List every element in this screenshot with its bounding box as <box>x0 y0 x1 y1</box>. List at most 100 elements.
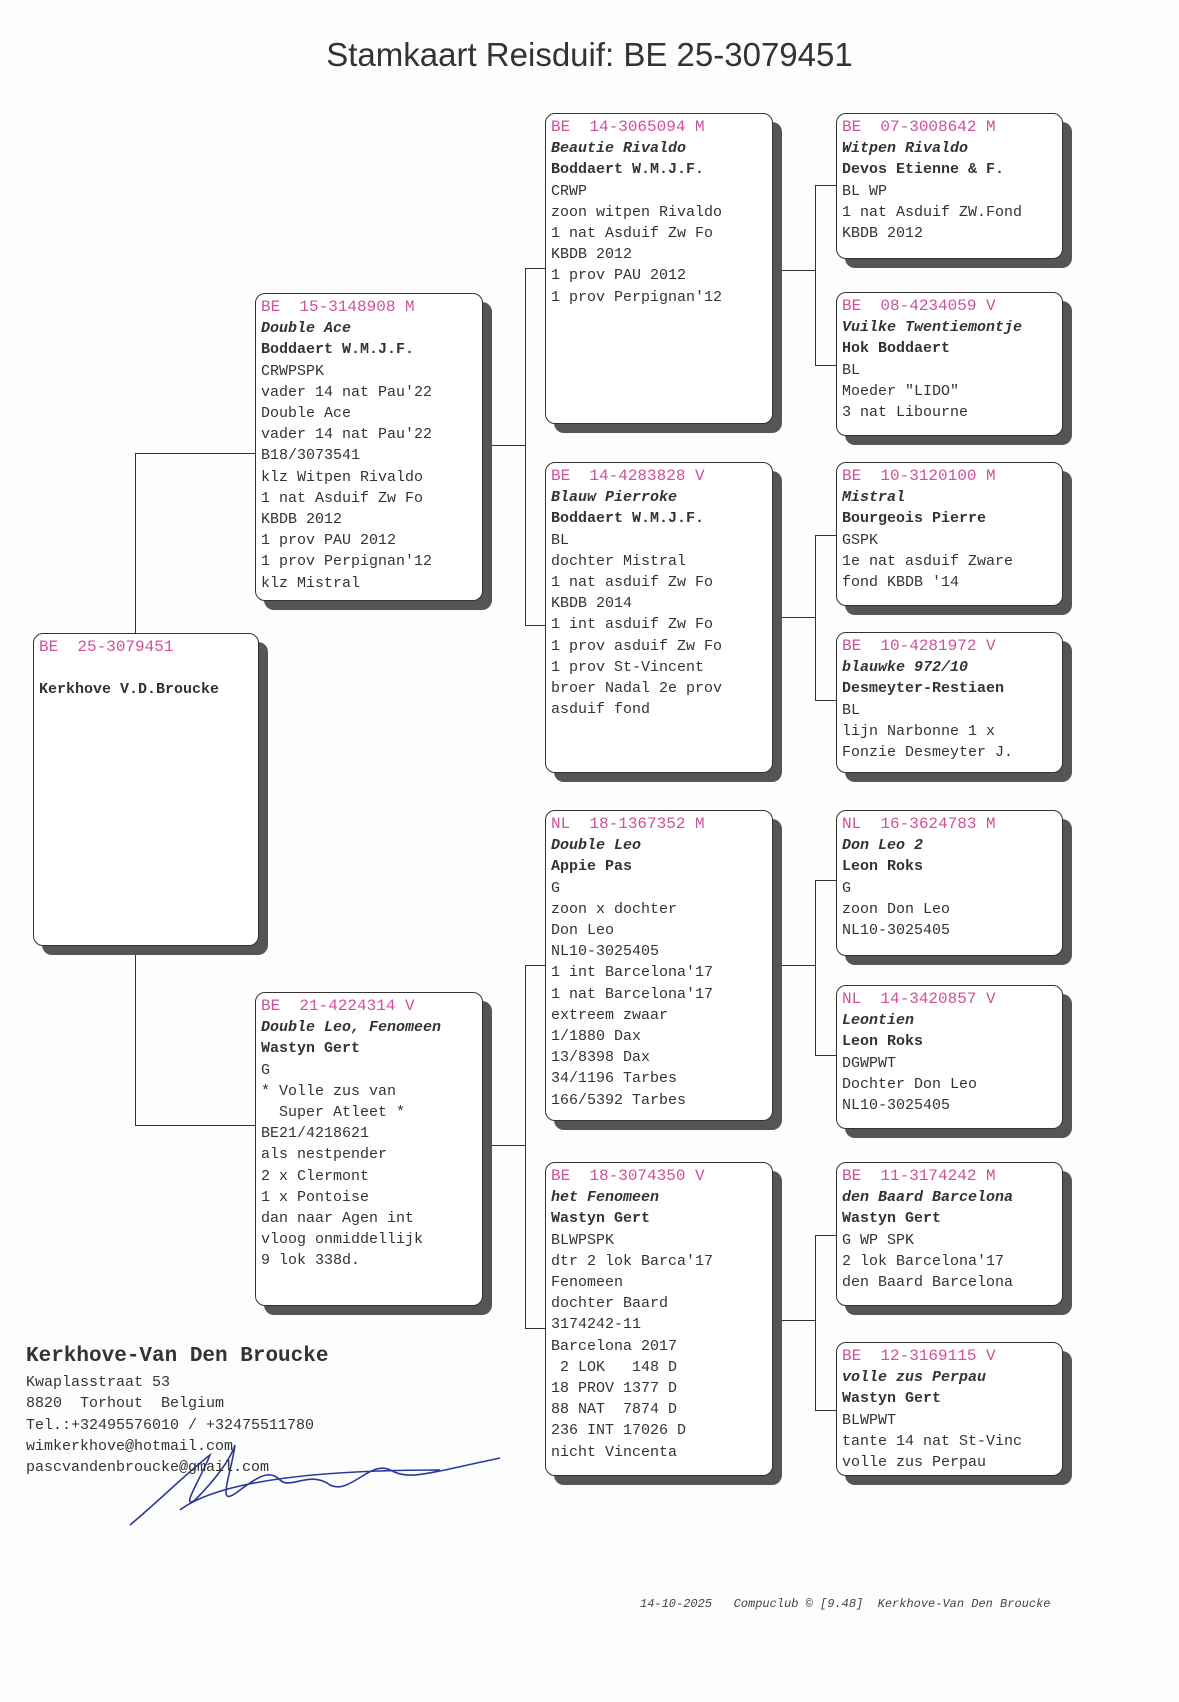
pedigree-note: NL10-3025405 <box>842 922 951 940</box>
connector-line <box>815 880 816 1055</box>
pedigree-note: DGWPWT <box>842 1054 897 1072</box>
pedigree-note: B18/3073541 <box>261 447 361 465</box>
pigeon-name <box>39 658 253 679</box>
pedigree-note: BL WP <box>842 182 888 200</box>
pedigree-note: BL <box>842 701 861 719</box>
pigeon-name: Beautie Rivaldo <box>551 140 687 158</box>
pedigree-note: 1 nat Asduif Zw Fo <box>551 225 714 243</box>
pedigree-note: 1 prov PAU 2012 <box>261 532 397 550</box>
pedigree-note: zoon witpen Rivaldo <box>551 203 723 221</box>
connector-line <box>815 185 836 186</box>
ring-number: NL 18-1367352 M <box>551 815 705 833</box>
pedigree-note: 3174242-11 <box>551 1316 642 1334</box>
owner-name: Kerkhove V.D.Broucke <box>39 681 220 699</box>
pedigree-note: CRWP <box>551 182 588 200</box>
ring-number: BE 18-3074350 V <box>551 1167 705 1185</box>
connector-line <box>815 700 836 701</box>
owner-name: Leon Roks <box>842 1033 924 1051</box>
pigeon-name: Don Leo 2 <box>842 837 924 855</box>
pigeon-name: den Baard Barcelona <box>842 1189 1014 1207</box>
ring-number: BE 15-3148908 M <box>261 298 415 316</box>
ring-number: BE 11-3174242 M <box>842 1167 996 1185</box>
pedigree-note: zoon x dochter <box>551 900 678 918</box>
pedigree-note: volle zus Perpau <box>842 1454 987 1472</box>
pedigree-note: G <box>551 879 561 897</box>
owner-name: Boddaert W.M.J.F. <box>551 510 705 528</box>
ring-number: BE 12-3169115 V <box>842 1347 996 1365</box>
connector-line <box>135 453 136 633</box>
connector-line <box>525 268 545 269</box>
subject-pigeon-box: BE 25-3079451 Kerkhove V.D.Broucke <box>33 633 259 946</box>
pedigree-note: 1 nat Asduif Zw Fo <box>261 489 424 507</box>
pedigree-note: * Volle zus van <box>261 1082 397 1100</box>
pigeon-name: Vuilke Twentiemontje <box>842 319 1023 337</box>
pedigree-note: 1 int asduif Zw Fo <box>551 616 714 634</box>
connector-line <box>483 1145 525 1146</box>
breeder-email-2: pascvandenbroucke@gmail.com <box>26 1459 270 1477</box>
pedigree-note: tante 14 nat St-Vinc <box>842 1432 1023 1450</box>
owner-name: Leon Roks <box>842 858 924 876</box>
ring-number: BE 25-3079451 <box>39 638 174 656</box>
pedigree-note: dtr 2 lok Barca'17 <box>551 1252 714 1270</box>
pedigree-note: KBDB 2014 <box>551 595 633 613</box>
pedigree-note: 2 lok Barcelona'17 <box>842 1252 1005 1270</box>
owner-name: Hok Boddaert <box>842 340 951 358</box>
pedigree-note: vloog onmiddellijk <box>261 1231 424 1249</box>
pedigree-note: fond KBDB '14 <box>842 574 960 592</box>
pedigree-note: BLWPSPK <box>551 1231 615 1249</box>
pedigree-note: vader 14 nat Pau'22 <box>261 383 433 401</box>
connector-line <box>135 946 136 1126</box>
pedigree-note: nicht Vincenta <box>551 1443 678 1461</box>
pigeon-name: het Fenomeen <box>551 1189 660 1207</box>
pigeon-name: Double Leo, Fenomeen <box>261 1019 442 1037</box>
pedigree-note: 166/5392 Tarbes <box>551 1091 687 1109</box>
pedigree-note: G <box>261 1061 271 1079</box>
connector-line <box>525 268 526 625</box>
connector-line <box>815 535 836 536</box>
pedigree-note: asduif fond <box>551 701 651 719</box>
pedigree-note: 88 NAT 7874 D <box>551 1401 678 1419</box>
connector-line <box>525 965 545 966</box>
pedigree-note: KBDB 2012 <box>261 511 343 529</box>
pedigree-note: zoon Don Leo <box>842 900 951 918</box>
pedigree-note: BE21/4218621 <box>261 1125 370 1143</box>
ring-number: BE 10-3120100 M <box>842 467 996 485</box>
pedigree-note: 2 x Clermont <box>261 1167 370 1185</box>
connector-line <box>773 1320 815 1321</box>
pedigree-note: 1 x Pontoise <box>261 1188 370 1206</box>
owner-name: Boddaert W.M.J.F. <box>551 161 705 179</box>
pedigree-note: Super Atleet * <box>261 1104 406 1122</box>
pedigree-note: Fonzie Desmeyter J. <box>842 744 1014 762</box>
connector-line <box>483 445 525 446</box>
pedigree-note: 13/8398 Dax <box>551 1049 651 1067</box>
breeder-name: Kerkhove-Van Den Broucke <box>26 1345 329 1368</box>
pedigree-note: 1 prov Perpignan'12 <box>261 553 433 571</box>
breeder-address: Kwaplasstraat 53 <box>26 1374 171 1391</box>
pedigree-note: 34/1196 Tarbes <box>551 1070 678 1088</box>
pedigree-note: CRWPSPK <box>261 362 325 380</box>
pedigree-note: dochter Mistral <box>551 552 687 570</box>
pigeon-name: blauwke 972/10 <box>842 659 969 677</box>
pedigree-note: 1 nat Asduif ZW.Fond <box>842 203 1023 221</box>
pedigree-note: 1 prov Perpignan'12 <box>551 288 723 306</box>
pedigree-note: BL <box>842 361 861 379</box>
pedigree-note: G WP SPK <box>842 1231 915 1249</box>
pedigree-note: 1 nat Barcelona'17 <box>551 985 714 1003</box>
pedigree-note: als nestpender <box>261 1146 388 1164</box>
pedigree-note: Barcelona 2017 <box>551 1337 678 1355</box>
connector-line <box>773 270 815 271</box>
connector-line <box>815 1235 816 1410</box>
ring-number: BE 14-4283828 V <box>551 467 705 485</box>
ring-number: BE 08-4234059 V <box>842 297 996 315</box>
pedigree-note: Double Ace <box>261 405 352 423</box>
